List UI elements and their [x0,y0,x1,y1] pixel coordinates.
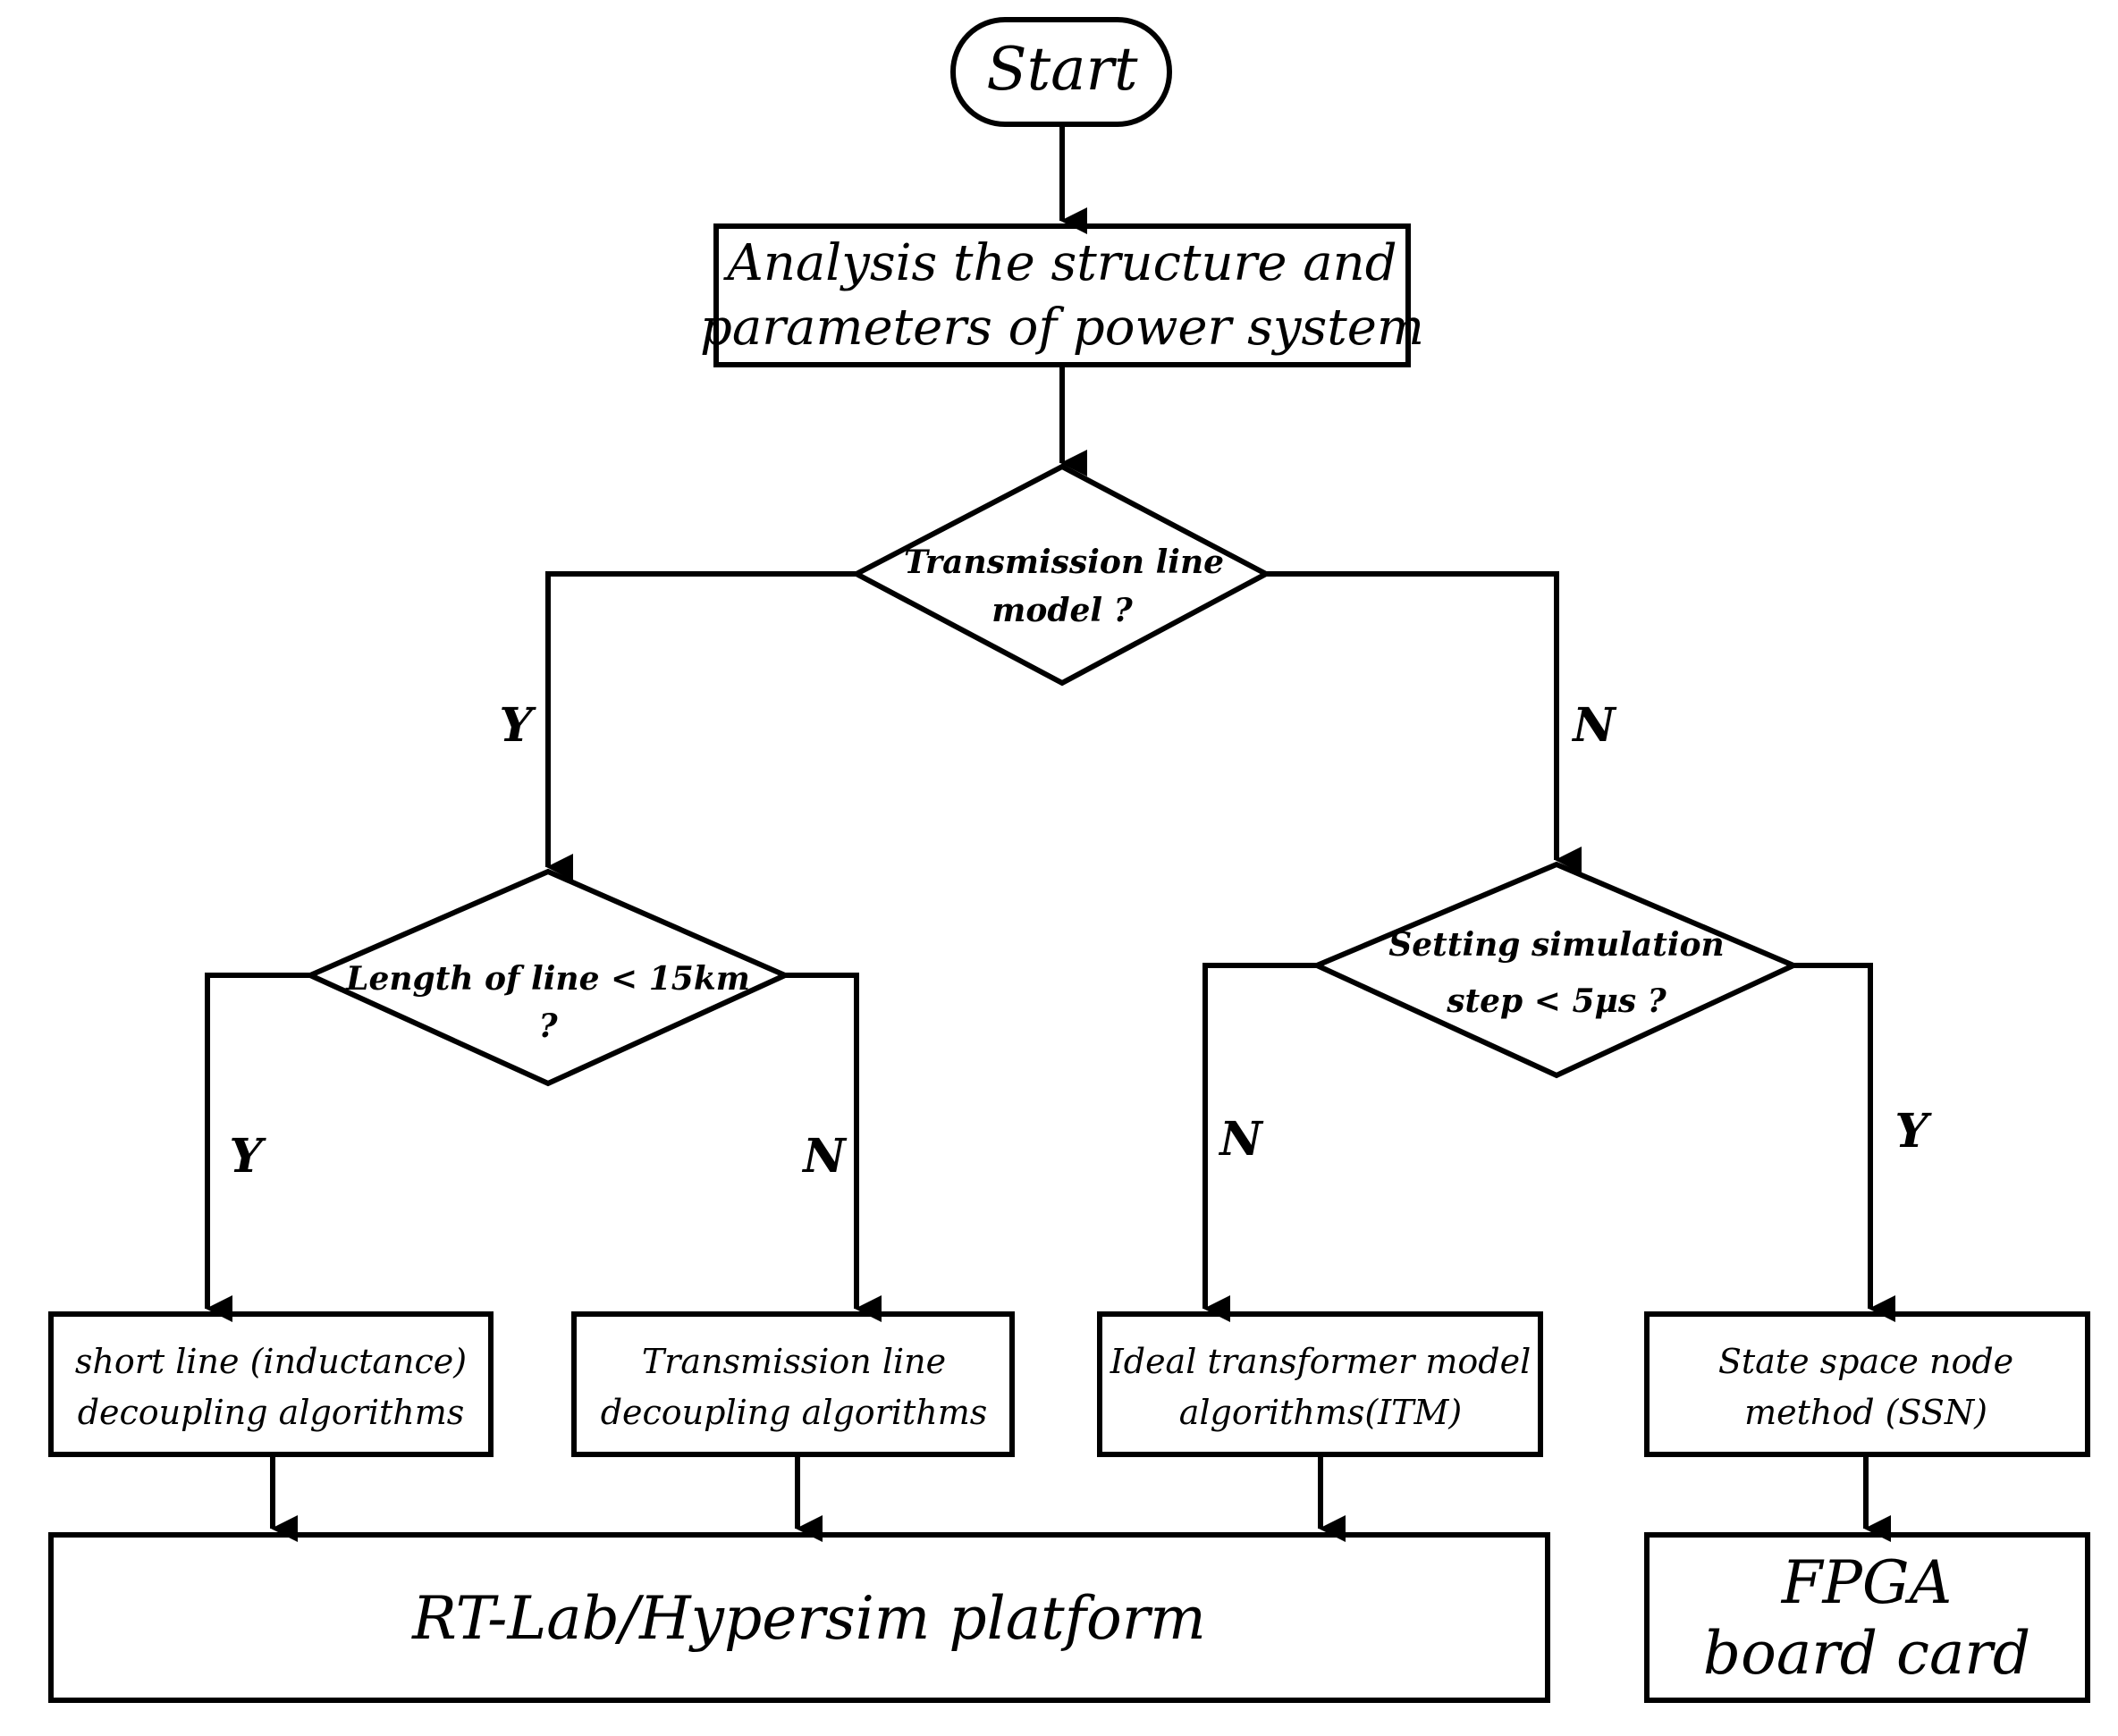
label-length-yes: Y [229,1129,266,1184]
short-line-line2: decoupling algorithms [78,1393,465,1432]
transmission-line-decoupling-line1: Transmission line [642,1342,946,1381]
start-terminal-shape [950,17,1172,127]
connectors [205,126,1895,1542]
decision-transmission-node: Transmission line model ? [850,463,1272,687]
fpga-line2: board card [1703,1619,2030,1688]
analysis-box [713,223,1411,367]
decision-length-line2: ? [538,1007,558,1045]
short-line-box [48,1311,494,1457]
arrow-step-no [1202,963,1317,1322]
itm-node: Ideal transformer model algorithms(ITM) [1097,1311,1543,1457]
start-label: Start [986,35,1138,104]
analysis-label-line1: Analysis the structure and [722,234,1397,292]
itm-line2: algorithms(ITM) [1179,1393,1463,1432]
ssn-line1: State space node [1718,1342,2013,1381]
decision-length-node: Length of line < 15km ? [303,868,792,1087]
short-line-node: short line (inductance) decoupling algor… [48,1311,494,1457]
analysis-label-line2: parameters of power system [700,299,1424,357]
arrow-transmission-no [1266,571,1582,873]
rtlab-label: RT-Lab/Hypersim platform [411,1584,1206,1653]
arrow-length-no [785,973,882,1322]
itm-line1: Ideal transformer model [1110,1342,1532,1381]
fpga-node: FPGA board card [1644,1532,2090,1703]
decision-transmission-line1: Transmission line [904,544,1224,581]
branch-labels: Y N Y N N Y [229,698,1932,1184]
start-node: Start [950,17,1172,127]
analysis-node: Analysis the structure and parameters of… [700,223,1424,367]
decision-step-line1: Setting simulation [1388,926,1724,964]
decision-length-line1: Length of line < 15km [345,960,750,998]
short-line-line1: short line (inductance) [75,1342,467,1381]
label-transmission-yes: Y [499,698,536,753]
transmission-line-decoupling-box [571,1311,1015,1457]
ssn-node: State space node method (SSN) [1644,1311,2090,1457]
label-step-no: N [1218,1112,1264,1167]
decision-transmission-diamond [850,463,1272,687]
decision-step-line2: step < 5μs ? [1446,982,1667,1020]
ssn-box [1644,1311,2090,1457]
decision-step-diamond [1310,861,1801,1079]
decision-step-node: Setting simulation step < 5μs ? [1310,861,1801,1079]
transmission-line-decoupling-line2: decoupling algorithms [601,1393,988,1432]
decision-transmission-line2: model ? [991,592,1133,629]
itm-box [1097,1311,1543,1457]
label-step-yes: Y [1894,1104,1932,1159]
label-transmission-no: N [1571,698,1617,753]
rtlab-node: RT-Lab/Hypersim platform [48,1532,1550,1703]
rtlab-box [48,1532,1550,1703]
decision-length-diamond [303,868,792,1087]
arrow-length-yes [205,973,310,1322]
arrow-step-yes [1793,963,1895,1322]
label-length-no: N [801,1129,848,1184]
arrow-transmission-yes [545,571,856,881]
fpga-box [1644,1532,2090,1703]
transmission-line-decoupling-node: Transmission line decoupling algorithms [571,1311,1015,1457]
fpga-line1: FPGA [1781,1548,1953,1617]
ssn-line2: method (SSN) [1744,1393,1987,1432]
